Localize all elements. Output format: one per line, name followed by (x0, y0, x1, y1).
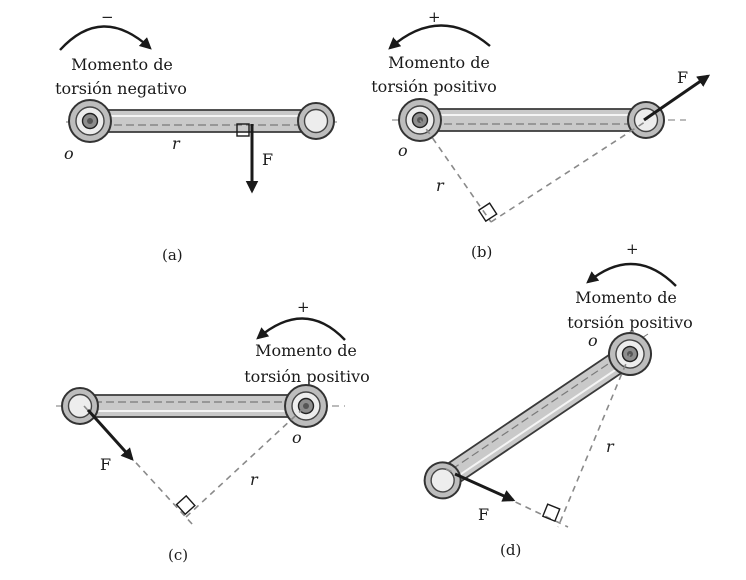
force-arrow-b (643, 74, 711, 122)
pivot-label-b: o (398, 141, 408, 160)
pivot-label-c: o (292, 428, 302, 447)
caption-c: (c) (168, 546, 188, 564)
panel-b: + Momento de torsión positivo o r F (b) (371, 8, 711, 261)
torque-label-line2-a: torsión negativo (55, 79, 187, 98)
wrench-d (414, 323, 661, 509)
force-label-d: F (478, 505, 489, 524)
lever-arm-line-d (557, 353, 631, 528)
force-label-a: F (262, 150, 273, 169)
torque-label-line2-b: torsión positivo (371, 77, 496, 96)
torque-sign-d: + (626, 240, 639, 258)
pivot-label-d: o (588, 331, 598, 350)
pivot-label-a: o (64, 144, 74, 163)
panel-c: + Momento de torsión positivo o r F (c) (56, 298, 370, 564)
caption-d: (d) (500, 541, 521, 559)
right-angle-marker-c (175, 494, 196, 516)
lever-arm-line-b (419, 119, 492, 223)
torque-direction-arrow-d (586, 262, 677, 287)
lever-arm-line-c (185, 405, 307, 518)
lever-arm-label-c: r (250, 470, 259, 489)
caption-b: (b) (471, 243, 492, 261)
right-angle-marker-d (541, 503, 561, 523)
lever-arm-label-a: r (172, 134, 181, 153)
panel-a: − Momento de torsión negativo o r F (a) (55, 8, 338, 264)
torque-label-line1-d: Momento de (575, 288, 677, 307)
force-arrow-d (454, 472, 516, 502)
torque-sign-c: + (297, 298, 310, 316)
torque-label-line2-d: torsión positivo (567, 313, 692, 332)
force-line-of-action-b (490, 119, 649, 223)
wrench-a (68, 99, 335, 143)
panel-d: + Momento de torsión positivo o r F (d) (414, 240, 693, 559)
force-label-b: F (677, 68, 688, 87)
torque-label-line1-b: Momento de (388, 53, 490, 72)
right-angle-marker-b (477, 202, 498, 223)
torque-label-line1-a: Momento de (71, 55, 173, 74)
torque-sign-b: + (428, 8, 441, 26)
right-angle-marker-a (236, 123, 250, 137)
force-arrow-c (86, 408, 134, 461)
torque-sign-a: − (101, 8, 114, 26)
torque-label-line1-c: Momento de (255, 341, 357, 360)
lever-arm-label-b: r (436, 176, 445, 195)
lever-arm-label-d: r (606, 437, 615, 456)
caption-a: (a) (162, 246, 183, 264)
force-label-c: F (100, 455, 111, 474)
torque-direction-arrow-a (59, 25, 152, 51)
wrench-c (61, 384, 328, 428)
torque-direction-arrow-c (256, 317, 346, 341)
torque-label-line2-c: torsión positivo (244, 367, 369, 386)
torque-direction-arrow-b (388, 24, 491, 50)
